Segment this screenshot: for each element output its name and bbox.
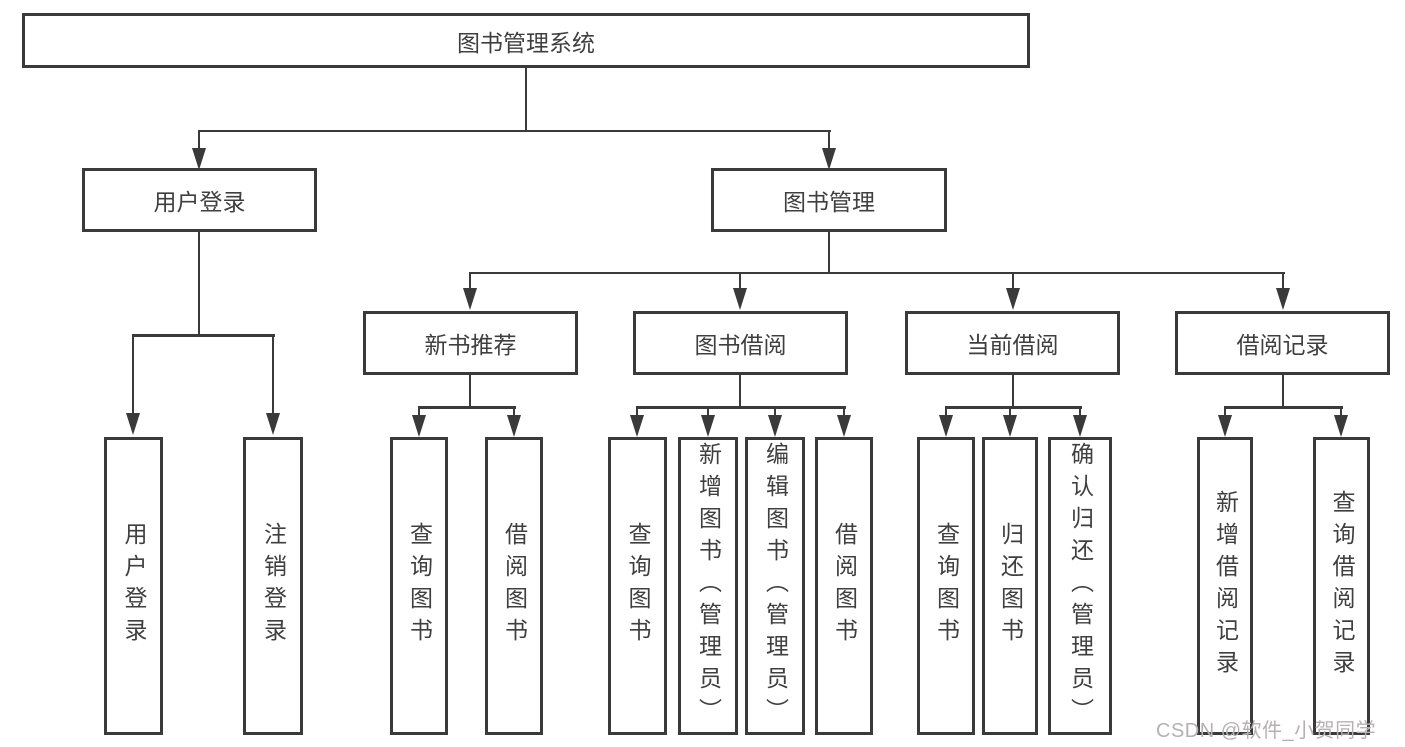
arrowhead-g4-leaf1-icon [1218,415,1232,437]
connector-g4-bar [1224,406,1343,409]
arrowhead-g2-leaf4-icon [837,415,851,437]
node-new-book-recommend-label: 新书推荐 [424,332,517,358]
leaf-edit-book-admin: 编辑图书（管理员） [745,437,805,735]
leaf-query-books-1: 查询图书 [390,437,448,735]
arrowhead-g2-leaf1-icon [630,415,644,437]
leaf-query-books-1-label: 查询图书 [406,522,433,650]
leaf-return-books-label: 归还图书 [997,522,1024,650]
node-borrow-records: 借阅记录 [1175,311,1390,375]
leaf-query-borrow-record: 查询借阅记录 [1313,437,1370,735]
connector-g3-stub2 [1009,406,1011,418]
connector-g3-stub3 [1079,406,1081,418]
connector-g2-stub3 [774,406,776,418]
connector-g2-bar [636,406,846,409]
leaf-logout-label: 注销登录 [260,522,287,650]
connector-g4-down [1282,375,1284,406]
connector-root-trunk [525,68,527,130]
connector-g2-stub4 [843,406,845,418]
leaf-edit-book-admin-label: 编辑图书（管理员） [762,442,789,730]
arrowhead-book-mgmt-icon [822,148,836,170]
leaf-query-borrow-record-label: 查询借阅记录 [1329,490,1355,682]
connector-book-mgmt-stub [828,130,830,150]
arrowhead-l3-borrow-icon [733,288,747,310]
leaf-confirm-return-admin: 确认归还（管理员） [1048,437,1112,735]
leaf-logout: 注销登录 [243,437,303,735]
connector-g3-bar [945,406,1082,409]
node-book-borrow-label: 图书借阅 [694,332,787,358]
connector-l3-current-stub [1012,272,1014,290]
leaf-borrow-books-2-label: 借阅图书 [831,522,858,650]
leaf-add-book-admin-label: 新增图书（管理员） [695,442,722,730]
arrowhead-g1-leaf2-icon [507,415,521,437]
node-borrow-records-label: 借阅记录 [1236,332,1329,358]
arrowhead-g2-leaf3-icon [768,415,782,437]
leaf-add-borrow-record-label: 新增借阅记录 [1212,490,1239,682]
connector-g2-stub1 [636,406,638,418]
leaf-add-book-admin: 新增图书（管理员） [678,437,738,735]
connector-l3-recommend-stub [469,272,471,290]
leaf-add-borrow-record: 新增借阅记录 [1197,437,1253,735]
node-root-label: 图书管理系统 [457,29,595,56]
arrowhead-user-login-icon [192,148,206,170]
leaf-query-books-2: 查询图书 [608,437,667,735]
leaf-borrow-books-1: 借阅图书 [485,437,543,735]
leaf-confirm-return-admin-label: 确认归还（管理员） [1067,442,1094,730]
node-book-management-label: 图书管理 [783,189,875,215]
connector-g1-stub2 [513,406,515,418]
connector-g4-stub2 [1340,406,1342,418]
leaf-query-books-3: 查询图书 [917,437,975,735]
node-current-borrow: 当前借阅 [905,311,1120,375]
leaf-return-books: 归还图书 [982,437,1038,735]
node-current-borrow-label: 当前借阅 [966,332,1059,358]
connector-l3-borrow-stub [739,272,741,290]
connector-leaf-user-login-stub [132,334,134,416]
arrowhead-leaf-logout-icon [266,413,280,435]
arrowhead-g3-leaf2-icon [1003,415,1017,437]
node-book-management: 图书管理 [711,168,947,232]
connector-g2-stub2 [707,406,709,418]
node-new-book-recommend: 新书推荐 [363,311,578,375]
connector-level3-bar [469,272,1285,274]
connector-g3-down [1012,375,1014,406]
arrowhead-leaf-user-login-icon [126,413,140,435]
arrowhead-g2-leaf2-icon [701,415,715,437]
node-user-login: 用户登录 [82,168,317,232]
leaf-query-books-3-label: 查询图书 [933,522,960,650]
arrowhead-l3-recommend-icon [463,288,477,310]
connector-g1-stub1 [418,406,420,418]
connector-user-login-stub [198,130,200,150]
connector-g1-bar [418,406,516,409]
arrowhead-g1-leaf1-icon [412,415,426,437]
node-root: 图书管理系统 [22,13,1030,68]
connector-user-group-bar [132,334,275,337]
arrowhead-l3-current-icon [1006,288,1020,310]
connector-g3-stub1 [945,406,947,418]
connector-g1-down [469,375,471,406]
node-user-login-label: 用户登录 [153,189,246,215]
node-book-borrow: 图书借阅 [633,311,848,375]
connector-level2-bar [198,130,831,132]
arrowhead-g3-leaf3-icon [1073,415,1087,437]
leaf-borrow-books-2: 借阅图书 [815,437,873,735]
connector-g2-down [739,375,741,406]
arrowhead-l3-records-icon [1276,288,1290,310]
arrowhead-g4-leaf2-icon [1334,415,1348,437]
connector-g4-stub1 [1224,406,1226,418]
leaf-user-login: 用户登录 [104,437,163,735]
connector-book-mgmt-down [828,232,830,272]
csdn-watermark: CSDN @软件_小贺同学 [1156,720,1377,742]
leaf-borrow-books-1-label: 借阅图书 [501,522,528,650]
connector-leaf-logout-stub [272,334,274,416]
connector-user-login-down [198,232,200,334]
arrowhead-g3-leaf1-icon [939,415,953,437]
connector-l3-records-stub [1282,272,1284,290]
leaf-query-books-2-label: 查询图书 [625,522,651,650]
leaf-user-login-label: 用户登录 [121,522,147,650]
